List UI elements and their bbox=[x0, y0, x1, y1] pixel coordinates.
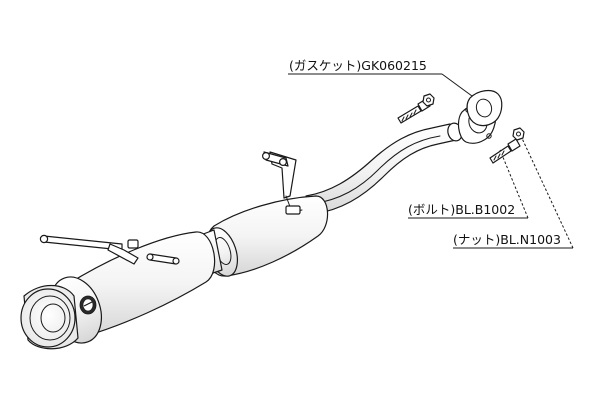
muffler-badge bbox=[79, 295, 97, 315]
leader-lines bbox=[288, 73, 574, 249]
bolt-leader bbox=[499, 149, 529, 219]
bolt-lower bbox=[489, 138, 521, 164]
gasket-label: (ガスケット)GK060215 bbox=[289, 58, 427, 73]
front-pipe bbox=[305, 122, 463, 215]
tail-tip bbox=[20, 284, 79, 350]
nut-label: (ナット)BL.N1003 bbox=[453, 232, 561, 247]
gasket-part bbox=[466, 89, 503, 127]
nut-upper bbox=[422, 93, 435, 107]
bolt-label: (ボルト)BL.B1002 bbox=[408, 202, 515, 217]
gasket-leader bbox=[441, 73, 473, 97]
nut-lower bbox=[512, 127, 525, 141]
nut-leader bbox=[519, 133, 574, 249]
